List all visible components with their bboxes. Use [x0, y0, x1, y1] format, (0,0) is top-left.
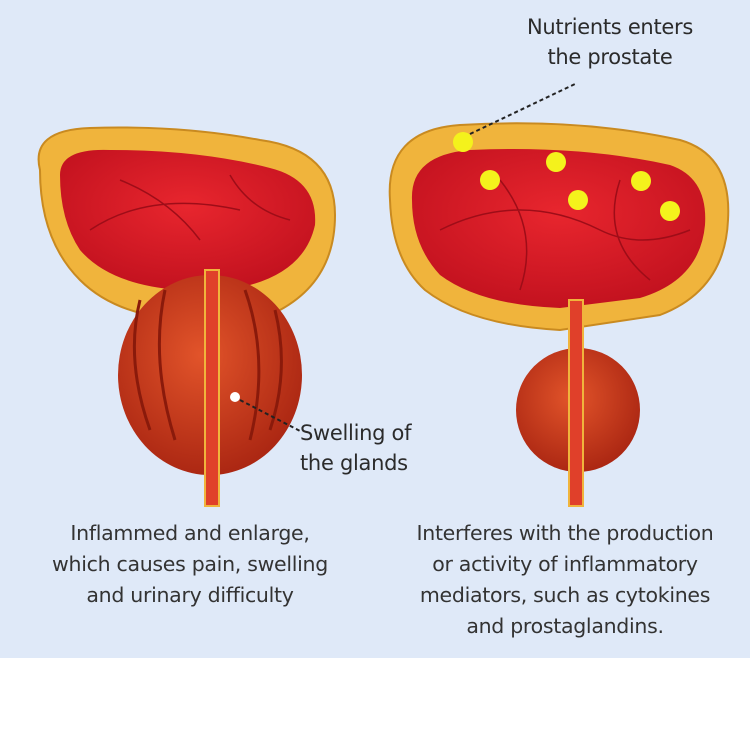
label-line: Nutrients enters [527, 15, 693, 39]
bladder-inner [411, 149, 706, 308]
nutrient-dots [453, 132, 680, 221]
swelling-label: Swelling of the glands [300, 418, 450, 478]
caption-line: and prostaglandins. [466, 614, 664, 638]
caption-left: Inflammed and enlarge, which causes pain… [10, 518, 370, 611]
caption-line: and urinary difficulty [86, 583, 294, 607]
nutrients-label: Nutrients enters the prostate [490, 12, 730, 72]
caption-right: Interferes with the production or activi… [380, 518, 750, 642]
bladder-inner [60, 149, 316, 290]
urethra [568, 299, 584, 507]
swelling-marker [230, 392, 240, 402]
label-line: Swelling of [300, 421, 412, 445]
label-line: the glands [300, 451, 408, 475]
caption-line: Interferes with the production [416, 521, 714, 545]
caption-line: which causes pain, swelling [52, 552, 328, 576]
inflamed-prostate [37, 126, 337, 507]
background-panel [0, 0, 750, 658]
caption-line: or activity of inflammatory [432, 552, 698, 576]
caption-line: mediators, such as cytokines [419, 583, 711, 607]
label-line: the prostate [547, 45, 673, 69]
urethra [204, 269, 220, 507]
caption-line: Inflammed and enlarge, [70, 521, 310, 545]
healthy-prostate [388, 83, 730, 507]
